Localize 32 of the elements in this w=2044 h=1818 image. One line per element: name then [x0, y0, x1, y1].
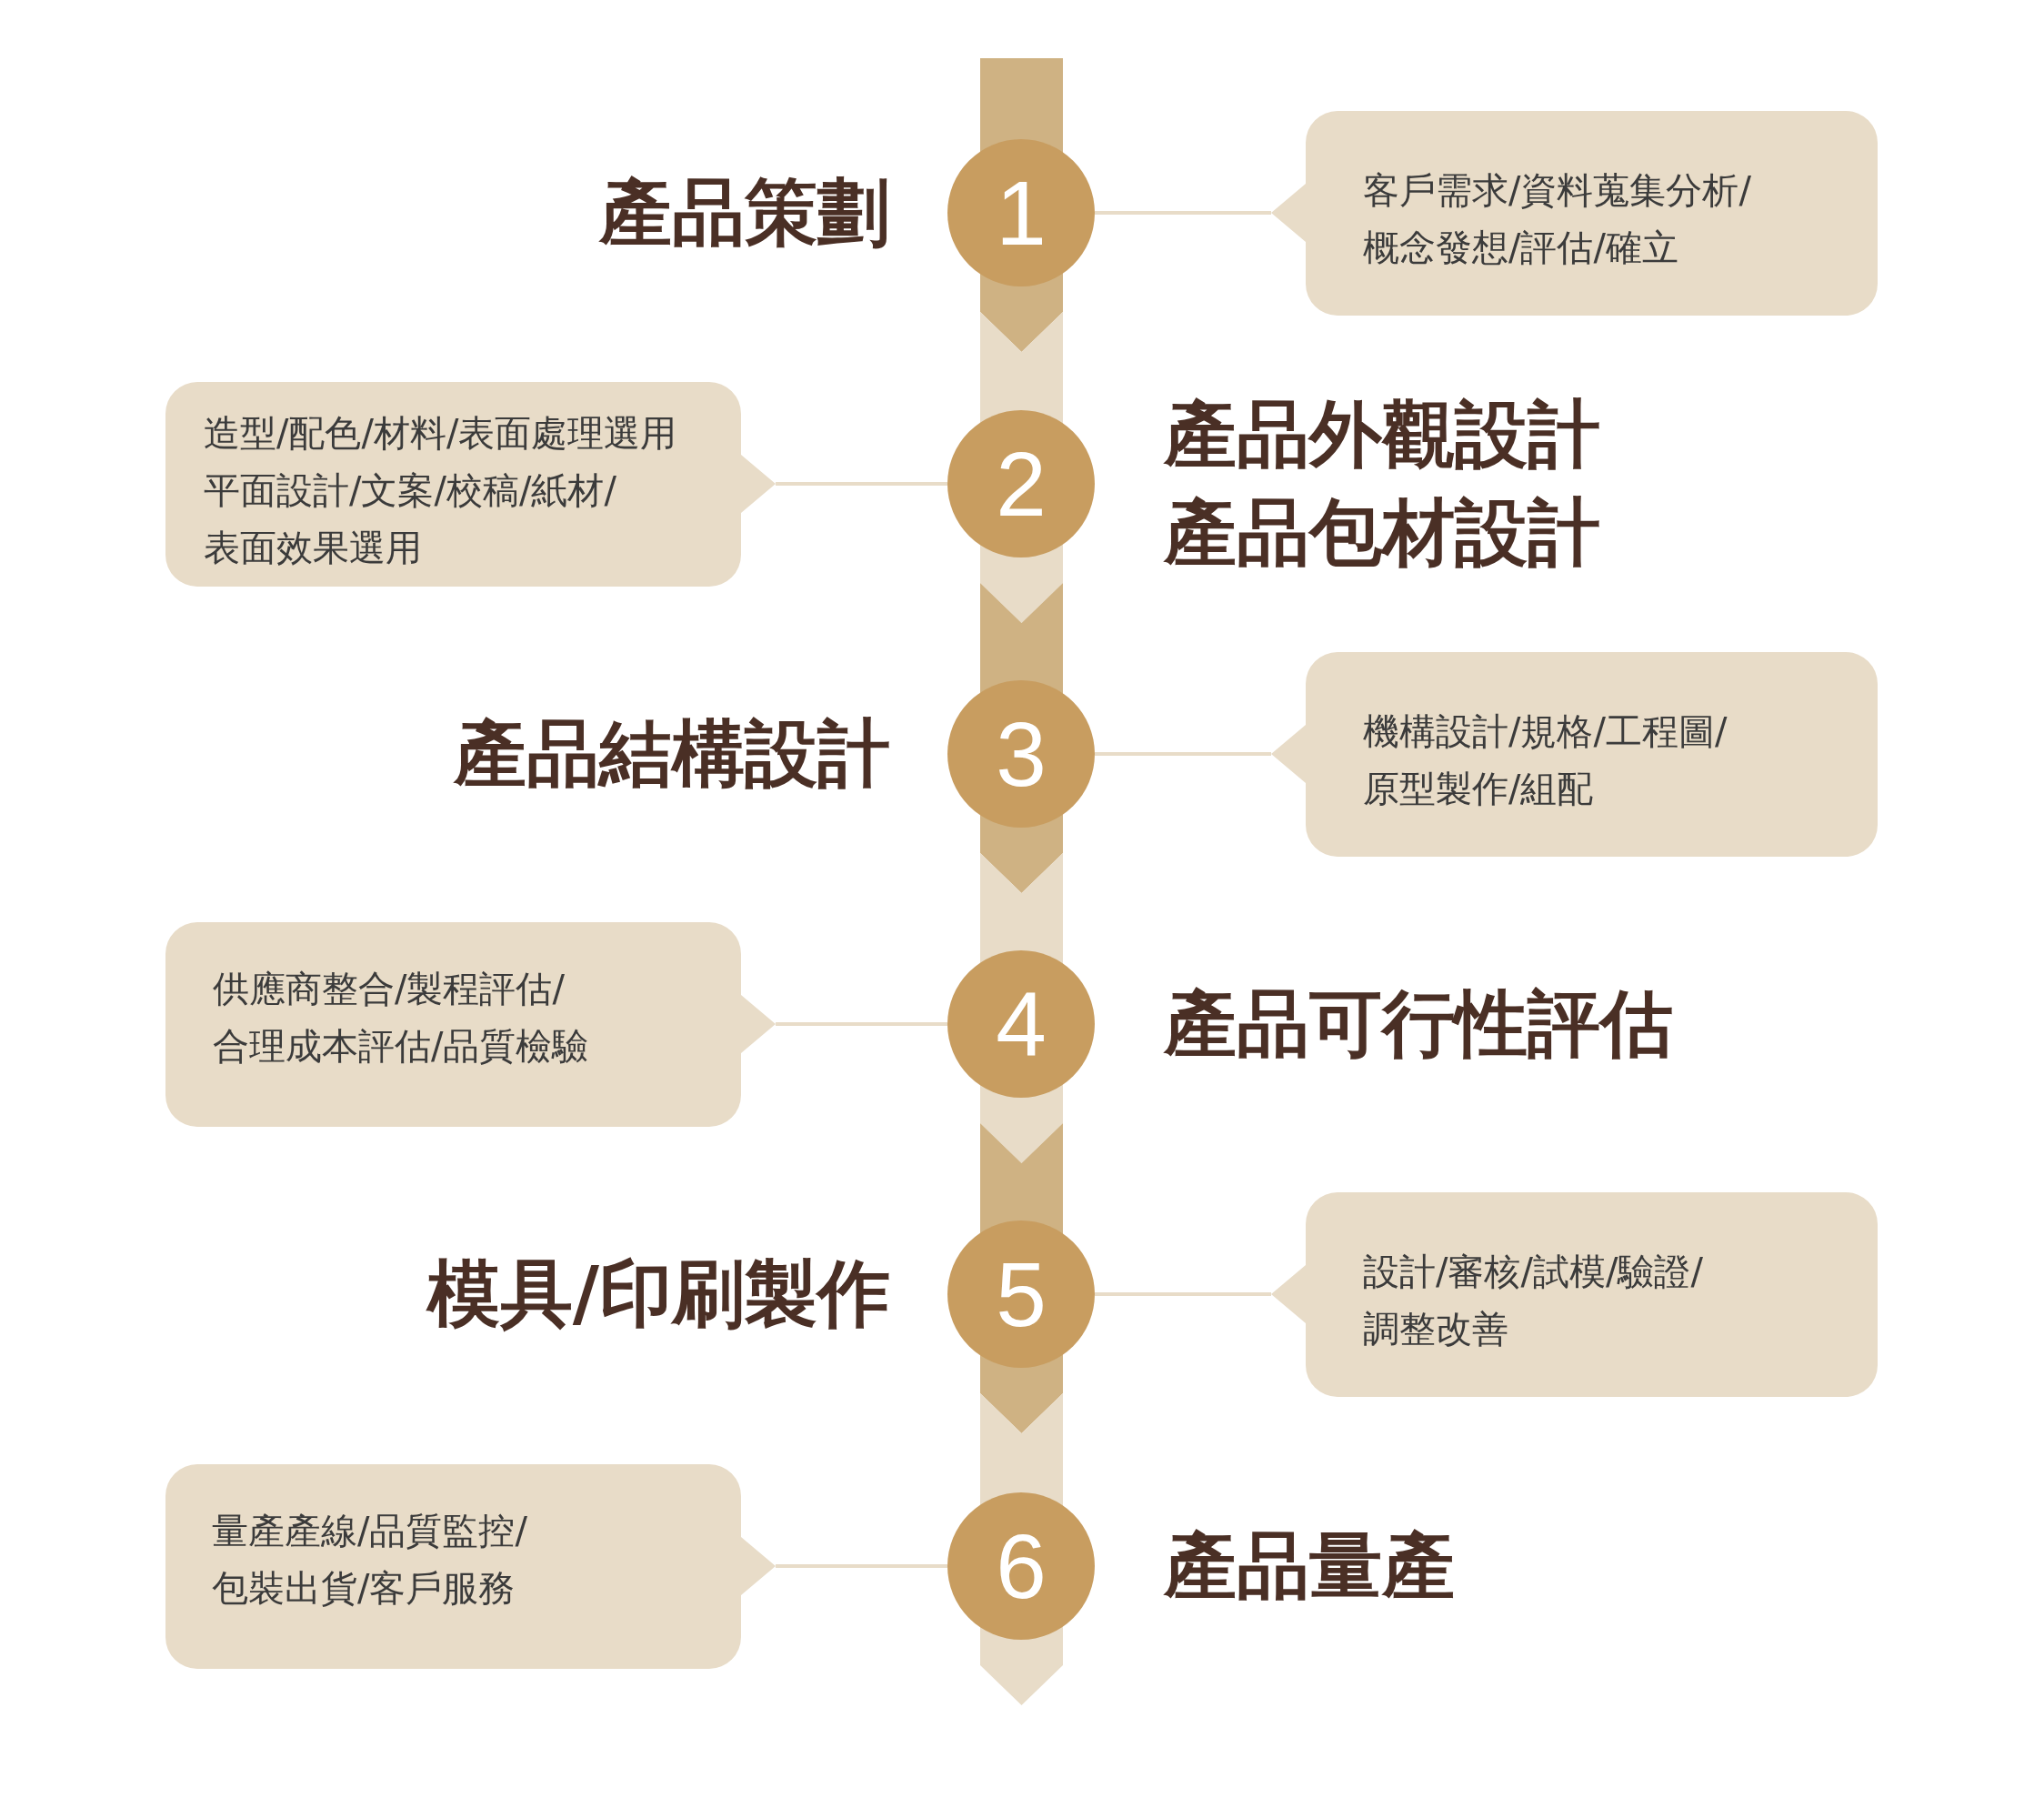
step-title: 產品外觀設計 [1164, 391, 1600, 478]
number-circle: 4 [947, 950, 1095, 1098]
step-title: 產品包材設計 [1164, 489, 1600, 577]
step-title: 產品可行性評估 [1164, 980, 1673, 1068]
callout-box [165, 922, 776, 1127]
step-title: 模具/印刷製作 [426, 1251, 890, 1338]
callout-box [165, 382, 776, 587]
callout-text: 供應商整合/製程評估/合理成本評估/品質檢驗 [213, 967, 590, 1069]
callout-box [1271, 111, 1878, 316]
number-circle: 2 [947, 410, 1095, 557]
connector-line [776, 1564, 947, 1568]
callout-text: 量產產線/品質監控/包裝出貨/客戶服務 [212, 1509, 528, 1611]
step-title: 產品結構設計 [454, 710, 890, 798]
callout-box [165, 1464, 776, 1669]
callout-text: 客戶需求/資料蒐集分析/概念發想/評估/確立 [1363, 168, 1752, 270]
callout-box [1271, 652, 1878, 857]
connector-line [1095, 211, 1271, 215]
callout-box [1271, 1192, 1878, 1397]
connector-line [776, 1022, 947, 1026]
callout-text: 機構設計/規格/工程圖/原型製作/組配 [1363, 709, 1728, 811]
number-circle: 6 [947, 1492, 1095, 1640]
number-circle: 1 [947, 139, 1095, 286]
callout-text: 平面設計/文案/校稿/紙材/表面效果選用 [204, 468, 617, 570]
step-title: 產品策劃 [599, 169, 890, 256]
connector-line [776, 482, 947, 486]
callout-text: 造型/配色/材料/表面處理選用 [204, 411, 678, 456]
callout-text: 設計/審核/試模/驗證/調整改善 [1363, 1250, 1704, 1351]
number-circle: 3 [947, 680, 1095, 828]
connector-line [1095, 1292, 1271, 1296]
connector-line [1095, 752, 1271, 756]
step-title: 產品量產 [1164, 1522, 1455, 1610]
number-circle: 5 [947, 1220, 1095, 1368]
